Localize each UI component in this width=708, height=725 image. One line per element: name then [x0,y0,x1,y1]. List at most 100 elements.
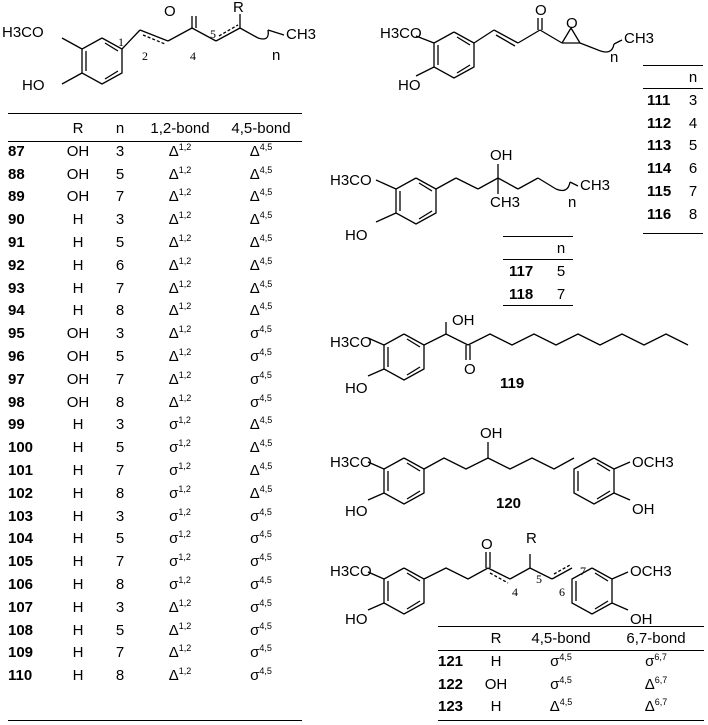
compound-120-id: 120 [496,495,522,512]
compound-121-right-methoxy: OCH3 [630,563,672,580]
compound-119-bonds [367,322,689,381]
tertiary-alcohol-oh-label: OH [490,147,513,164]
r-group-cell: H [72,461,84,479]
bond-45-cell: σ4,5 [250,392,272,411]
locant-2: 2 [142,49,148,63]
compound-id: 122 [438,675,464,693]
compound-119-oh-label: OH [452,312,475,329]
bond-12-cell: Δ1,2 [168,346,192,365]
tertiary-alcohol-hydroxy-label: HO [345,227,368,244]
bond-45-cell: σ4,5 [250,369,272,388]
bottom-table-header-r: R [490,630,502,647]
epoxide-table-header-rule [643,88,703,89]
compound-121-locant-7: 7 [580,564,586,578]
bottom-table-top-rule [438,626,704,627]
compound-121-locant-4: 4 [512,585,518,599]
bond-45-cell: Δ4,5 [249,164,273,183]
n-cell: 5 [688,137,698,155]
n-cell: 7 [115,188,125,206]
methoxy-label: H3CO [2,24,44,41]
r-group-cell: H [72,530,84,548]
r-group-cell: H [72,667,84,685]
n-cell: 3 [115,507,125,525]
epoxide-chain-n: n [610,49,619,66]
n-cell: 7 [115,370,125,388]
bond-45-cell: Δ4,5 [549,697,573,716]
r-group-cell: H [490,652,502,670]
compound-id: 96 [8,347,25,365]
bond-45-cell: σ4,5 [250,574,272,593]
bond-45-cell: Δ4,5 [249,187,273,206]
bond-45-cell: σ4,5 [250,324,272,343]
bond-45-cell: Δ4,5 [249,483,273,502]
main-table-header-r: R [72,120,84,137]
n-cell: 8 [115,667,125,685]
n-cell: 3 [688,91,698,109]
r-group-cell: OH [66,393,90,411]
n-cell: 3 [115,598,125,616]
compound-id: 95 [8,325,25,343]
r-group-cell: OH [66,370,90,388]
bond-45-cell: Δ4,5 [249,438,273,457]
main-table-header-row: R n 1,2-bond 4,5-bond [8,118,302,141]
r-group-cell: OH [66,188,90,206]
compound-id: 97 [8,370,25,388]
bond-45-cell: σ4,5 [550,674,572,693]
compound-121-locant-6: 6 [559,585,565,599]
epoxide-table-top-rule [643,65,703,66]
compound-120-hydroxy-label: HO [345,503,368,520]
bond-12-cell: Δ1,2 [168,324,192,343]
n-cell: 7 [688,182,698,200]
n-cell: 8 [115,393,125,411]
r-group-cell: H [72,553,84,571]
main-table-header-id [8,118,56,141]
bond-12-cell: σ1,2 [169,506,191,525]
n-cell: 5 [115,233,125,251]
bond-12-cell: Δ1,2 [168,369,192,388]
bond-12-cell: Δ1,2 [168,164,192,183]
bond-12-cell: σ1,2 [169,460,191,479]
n-cell: 8 [115,484,125,502]
bottom-table-header-id [438,628,478,651]
compound-id: 121 [438,652,464,670]
compound-id: 110 [8,667,33,685]
bond-45-cell: σ4,5 [250,666,272,685]
bond-12-cell: σ1,2 [169,483,191,502]
r-group-cell: H [72,302,84,320]
bond-12-cell: Δ1,2 [168,301,192,320]
compound-119-hydroxy-label: HO [345,380,368,397]
bond-12-cell: Δ1,2 [168,255,192,274]
tertiary-alcohol-bonds [375,164,579,225]
compound-119-id: 119 [500,375,525,392]
n-cell: 7 [115,553,125,571]
bond-12-cell: Δ1,2 [168,620,192,639]
compound-id: 92 [8,256,25,274]
compound-id: 100 [8,439,34,457]
n-cell: 5 [115,165,125,183]
r-group-cell: H [72,416,84,434]
compound-121-ketone-oxygen: O [481,536,493,553]
locant-4: 4 [190,49,196,63]
bond-45-cell: Δ4,5 [249,278,273,297]
ketone-oxygen-label: O [164,3,176,20]
bottom-table-header-rule [438,650,704,651]
main-table-header-12bond: 1,2-bond [150,120,210,137]
r-group-cell: H [490,698,502,716]
r-group-label: R [233,0,244,16]
r-group-cell: H [72,211,84,229]
main-table-header-rule [8,141,302,142]
tertiary-table-header-n: n [556,240,566,257]
